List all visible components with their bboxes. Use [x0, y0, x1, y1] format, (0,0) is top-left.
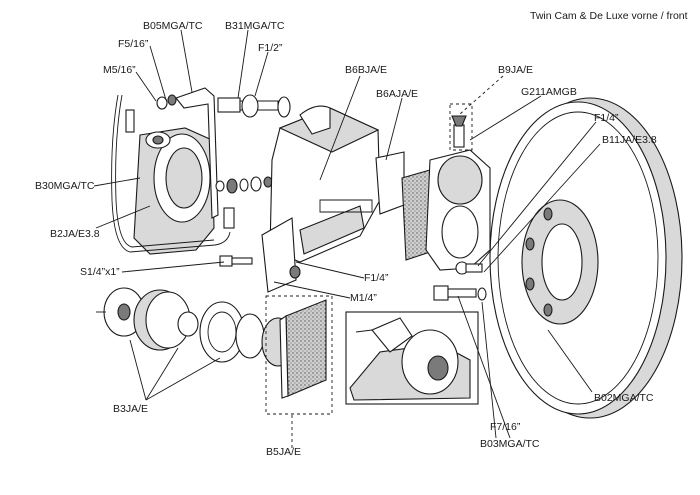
- caliper-mount-bolt: [433, 285, 487, 301]
- diagram-title: Twin Cam & De Luxe vorne / front: [530, 10, 688, 22]
- label-m1-4: M1/4”: [350, 292, 377, 304]
- label-b6aja-e: B6AJA/E: [376, 88, 419, 100]
- label-f5-16: F5/16”: [118, 38, 149, 50]
- inset-assembled-view: [345, 311, 479, 405]
- anti-squeal-shim: [375, 151, 405, 215]
- label-b9ja-e: B9JA/E: [498, 64, 534, 76]
- bleed-screw-box: [449, 103, 473, 151]
- brake-disc: [489, 97, 683, 419]
- label-s1-4x1: S1/4”x1”: [80, 266, 120, 278]
- label-b02mga-tc: B02MGA/TC: [594, 392, 654, 404]
- seal-washers: [215, 176, 273, 229]
- caliper-half-right: [425, 115, 491, 275]
- label-b6bja-e: B6BJA/E: [345, 64, 388, 76]
- mount-bolt-small: [219, 255, 253, 267]
- caliper-body: [261, 105, 381, 293]
- label-b3ja-e: B3JA/E: [113, 403, 149, 415]
- label-f1-2: F1/2”: [258, 42, 283, 54]
- pipe-bracket: [175, 87, 219, 219]
- label-b2ja-e3-8: B2JA/E3.8: [50, 228, 100, 240]
- label-m5-16: M5/16”: [103, 64, 136, 76]
- leader-lines: [93, 29, 601, 448]
- label-b11ja-e3-8: B11JA/E3.8: [602, 134, 657, 146]
- label-f7-16: F7/16”: [490, 421, 521, 433]
- pistons-and-seals: [96, 287, 295, 367]
- label-f1-4-right: F1/4”: [594, 112, 619, 124]
- brake-pad-left: [279, 299, 327, 399]
- pad-box: [265, 295, 333, 415]
- label-b03mga-tc: B03MGA/TC: [480, 438, 540, 450]
- label-b05mga-tc: B05MGA/TC: [143, 20, 203, 32]
- caliper-half-left: [111, 94, 231, 255]
- label-g211amgb: G211AMGB: [521, 86, 577, 98]
- washer-nut-small: [156, 94, 177, 110]
- label-f1-4-center: F1/4”: [364, 272, 389, 284]
- label-b31mga-tc: B31MGA/TC: [225, 20, 285, 32]
- label-b30mga-tc: B30MGA/TC: [35, 180, 95, 192]
- label-b5ja-e: B5JA/E: [266, 446, 302, 458]
- hub-bolt-assembly: [217, 94, 291, 118]
